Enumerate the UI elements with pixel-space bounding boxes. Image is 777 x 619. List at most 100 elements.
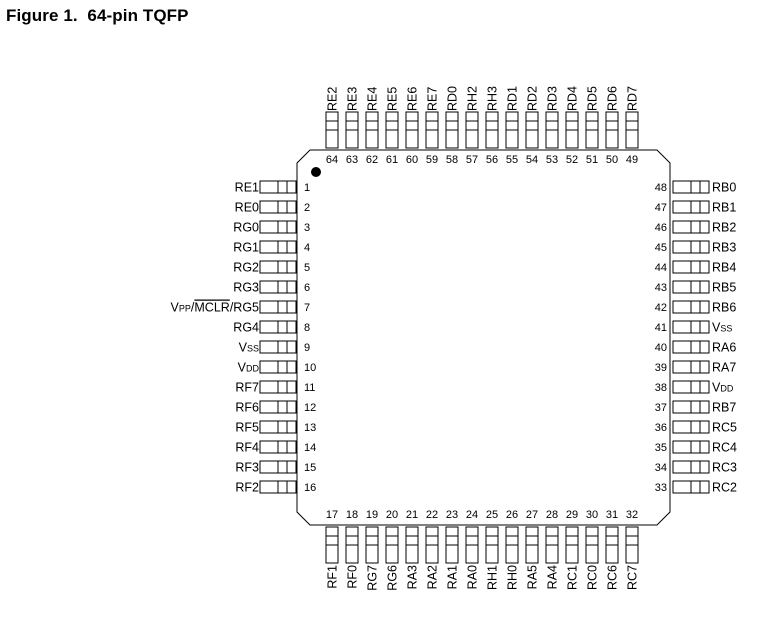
right-pin-label: RB0 xyxy=(712,181,736,195)
top-pin-number: 63 xyxy=(346,154,358,166)
top-pin-number: 59 xyxy=(426,154,438,166)
top-pin-13 xyxy=(585,111,599,149)
right-pin-label: RC2 xyxy=(712,481,737,495)
bottom-pin-10 xyxy=(525,526,539,564)
left-pin-12 xyxy=(259,420,297,434)
right-pin-number: 35 xyxy=(655,442,667,454)
bottom-pin-label: RA1 xyxy=(446,565,460,589)
right-pin-12 xyxy=(672,420,710,434)
bottom-pin-label: RA0 xyxy=(466,565,480,589)
left-pin-14 xyxy=(259,460,297,474)
right-pin-label: VDD xyxy=(712,381,734,395)
bottom-pin-label: RC1 xyxy=(566,565,580,590)
bottom-pin-label: RF0 xyxy=(346,565,360,589)
left-pin-6 xyxy=(259,300,297,314)
top-pin-label: RD1 xyxy=(506,86,520,111)
bottom-pin-11 xyxy=(545,526,559,564)
top-pin-label: RD3 xyxy=(546,86,560,111)
top-pin-14 xyxy=(605,111,619,149)
top-pin-number: 60 xyxy=(406,154,418,166)
pin1-indicator-dot xyxy=(311,167,321,177)
left-pin-number: 5 xyxy=(304,262,310,274)
bottom-pin-label: RA5 xyxy=(526,565,540,589)
package-body xyxy=(296,149,671,526)
right-pin-label: RC5 xyxy=(712,421,737,435)
left-pin-1 xyxy=(259,200,297,214)
left-pin-8 xyxy=(259,340,297,354)
right-pin-3 xyxy=(672,240,710,254)
top-pin-number: 61 xyxy=(386,154,398,166)
left-pin-15 xyxy=(259,480,297,494)
bottom-pin-number: 31 xyxy=(606,509,618,521)
bottom-pin-label: RA2 xyxy=(426,565,440,589)
top-pin-label: RD7 xyxy=(626,86,640,111)
top-pin-number: 51 xyxy=(586,154,598,166)
bottom-pin-12 xyxy=(565,526,579,564)
right-pin-1 xyxy=(672,200,710,214)
bottom-pin-label: RA4 xyxy=(546,565,560,589)
bottom-pin-number: 24 xyxy=(466,509,478,521)
right-pin-label: RC3 xyxy=(712,461,737,475)
left-pin-label: RG0 xyxy=(233,221,259,235)
left-pin-label: RG3 xyxy=(233,281,259,295)
left-pin-5 xyxy=(259,280,297,294)
right-pin-label: RB1 xyxy=(712,201,736,215)
bottom-pin-label: RG7 xyxy=(366,565,380,591)
bottom-pin-label: RC0 xyxy=(586,565,600,590)
right-pin-number: 34 xyxy=(655,462,667,474)
bottom-pin-number: 32 xyxy=(626,509,638,521)
bottom-pin-1 xyxy=(345,526,359,564)
left-pin-number: 1 xyxy=(304,182,310,194)
top-pin-11 xyxy=(545,111,559,149)
right-pin-5 xyxy=(672,280,710,294)
left-pin-number: 6 xyxy=(304,282,310,294)
top-pin-number: 64 xyxy=(326,154,338,166)
left-pin-number: 8 xyxy=(304,322,310,334)
left-pin-number: 7 xyxy=(304,302,310,314)
bottom-pin-6 xyxy=(445,526,459,564)
top-pin-9 xyxy=(505,111,519,149)
left-pin-number: 4 xyxy=(304,242,310,254)
top-pin-number: 52 xyxy=(566,154,578,166)
top-pin-label: RH2 xyxy=(466,86,480,111)
top-pin-number: 49 xyxy=(626,154,638,166)
right-pin-number: 46 xyxy=(655,222,667,234)
left-pin-number: 16 xyxy=(304,482,316,494)
left-pin-13 xyxy=(259,440,297,454)
left-pin-number: 15 xyxy=(304,462,316,474)
right-pin-label: RA7 xyxy=(712,361,736,375)
bottom-pin-0 xyxy=(325,526,339,564)
right-pin-number: 45 xyxy=(655,242,667,254)
top-pin-label: RE2 xyxy=(326,87,340,111)
right-pin-number: 38 xyxy=(655,382,667,394)
right-pin-number: 39 xyxy=(655,362,667,374)
bottom-pin-number: 25 xyxy=(486,509,498,521)
right-pin-14 xyxy=(672,460,710,474)
right-pin-number: 33 xyxy=(655,482,667,494)
left-pin-number: 9 xyxy=(304,342,310,354)
bottom-pin-number: 26 xyxy=(506,509,518,521)
top-pin-label: RD4 xyxy=(566,86,580,111)
bottom-pin-number: 28 xyxy=(546,509,558,521)
right-pin-number: 40 xyxy=(655,342,667,354)
top-pin-2 xyxy=(365,111,379,149)
left-pin-0 xyxy=(259,180,297,194)
top-pin-8 xyxy=(485,111,499,149)
right-pin-label: RC4 xyxy=(712,441,737,455)
top-pin-number: 58 xyxy=(446,154,458,166)
right-pin-2 xyxy=(672,220,710,234)
bottom-pin-14 xyxy=(605,526,619,564)
top-pin-7 xyxy=(465,111,479,149)
left-pin-3 xyxy=(259,240,297,254)
right-pin-13 xyxy=(672,440,710,454)
top-pin-3 xyxy=(385,111,399,149)
bottom-pin-9 xyxy=(505,526,519,564)
bottom-pin-7 xyxy=(465,526,479,564)
left-pin-label: RF5 xyxy=(235,421,259,435)
left-pin-number: 3 xyxy=(304,222,310,234)
left-pin-9 xyxy=(259,360,297,374)
left-pin-label: RG4 xyxy=(233,321,259,335)
top-pin-4 xyxy=(405,111,419,149)
right-pin-10 xyxy=(672,380,710,394)
